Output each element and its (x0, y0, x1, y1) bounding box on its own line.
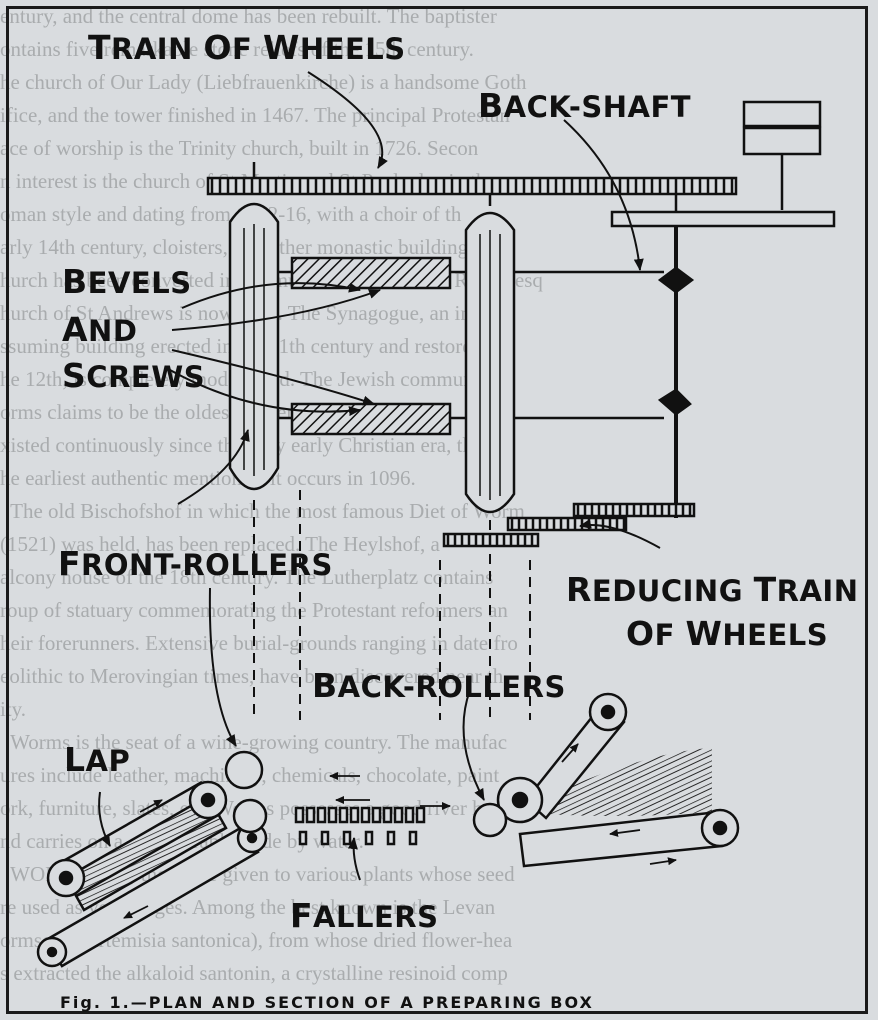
faller-bar (294, 806, 305, 824)
label-front-rollers: FRONT-ROLLERS (58, 544, 333, 583)
label-bevels: BEVELS (62, 262, 192, 301)
label-reducing-train-line1: REDUCING TRAIN (566, 570, 859, 609)
faller-bar-lower (386, 830, 396, 846)
fallers (294, 806, 426, 846)
lower-bevel-block (290, 402, 452, 436)
reducing-gear-train (442, 502, 696, 548)
label-reducing-train-line2: OF WHEELS (626, 614, 829, 653)
faller-bar-lower (364, 830, 374, 846)
faller-bar-lower (342, 830, 352, 846)
faller-bar (349, 806, 360, 824)
label-fallers: FALLERS (290, 896, 439, 935)
label-lap: LAP (64, 740, 131, 779)
label-and: AND (62, 310, 138, 349)
back-roller-apron (472, 692, 740, 868)
leader-arrows (98, 71, 661, 881)
faller-bar (305, 806, 316, 824)
faller-bar (371, 806, 382, 824)
right-gear-train (610, 100, 836, 518)
label-screws: SCREWS (62, 356, 206, 395)
faller-bar (327, 806, 338, 824)
faller-bar (404, 806, 415, 824)
figure-caption: Fig. 1.—PLAN AND SECTION OF A PREPARING … (60, 993, 594, 1012)
faller-bar (415, 806, 426, 824)
figure-frame (6, 6, 868, 1014)
faller-bar-lower (408, 830, 418, 846)
right-screw-cylinder (464, 194, 516, 720)
lap-apron (36, 780, 268, 968)
faller-bar (338, 806, 349, 824)
top-gear-bar (206, 176, 738, 196)
faller-bar-lower (298, 830, 308, 846)
faller-bar (382, 806, 393, 824)
front-roller-top (224, 750, 264, 790)
faller-bar (360, 806, 371, 824)
label-train-of-wheels: TRAIN OF WHEELS (88, 28, 406, 67)
faller-bar-lower (320, 830, 330, 846)
faller-bar (316, 806, 327, 824)
left-screw-cylinder (228, 162, 280, 720)
label-back-rollers: BACK-ROLLERS (312, 666, 566, 705)
front-roller-bottom (232, 798, 268, 834)
label-back-shaft: BACK-SHAFT (478, 86, 692, 125)
faller-bar (393, 806, 404, 824)
